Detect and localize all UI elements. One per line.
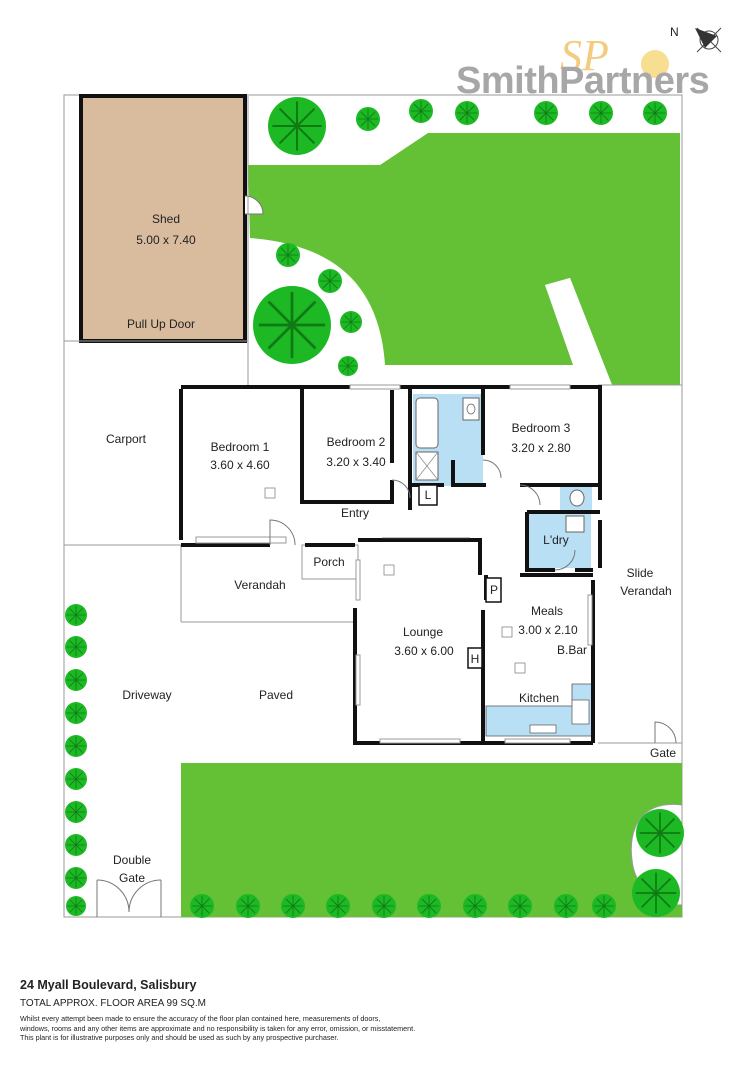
kitchen-label: Kitchen bbox=[519, 691, 559, 705]
gate-label: Gate bbox=[650, 746, 676, 760]
bedroom1-size: 3.60 x 4.60 bbox=[210, 458, 270, 472]
double-gate-line2: Gate bbox=[119, 871, 145, 885]
logo-monogram: SP bbox=[560, 31, 609, 80]
bedroom2-label: Bedroom 2 bbox=[327, 435, 386, 449]
porch bbox=[301, 544, 359, 580]
slide-verandah-line2: Verandah bbox=[620, 584, 671, 598]
lounge-label: Lounge bbox=[403, 625, 443, 639]
shed-size: 5.00 x 7.40 bbox=[136, 233, 196, 247]
driveway-label: Driveway bbox=[122, 688, 171, 702]
pantry-label: P bbox=[490, 583, 498, 597]
paved-label: Paved bbox=[259, 688, 293, 702]
shed-label: Shed bbox=[152, 212, 180, 226]
bbar-label: B.Bar bbox=[557, 643, 587, 657]
garden-path bbox=[545, 278, 612, 385]
meals-label: Meals bbox=[531, 604, 563, 618]
rear-lawn bbox=[248, 133, 680, 385]
linen-label: L bbox=[425, 488, 432, 502]
compass-north-label: N bbox=[670, 25, 679, 39]
front-lawn bbox=[181, 763, 682, 917]
disclaimer-line: windows, rooms and any other items are a… bbox=[20, 1023, 416, 1033]
lounge-size: 3.60 x 6.00 bbox=[394, 644, 454, 658]
entry-label: Entry bbox=[341, 506, 369, 520]
logo-mark: SP bbox=[560, 31, 669, 80]
laundry-label: L'dry bbox=[543, 533, 569, 547]
heater-label: H bbox=[471, 652, 480, 666]
floor-plan: N SP Shed 5.00 x 7.40 Pull Up Door Carpo… bbox=[63, 25, 722, 919]
porch-label: Porch bbox=[313, 555, 344, 569]
slide-verandah-line1: Slide bbox=[627, 566, 654, 580]
shed-door-label: Pull Up Door bbox=[127, 317, 195, 331]
disclaimer-line: Whilst every attempt been made to ensure… bbox=[20, 1014, 381, 1023]
bedroom1-label: Bedroom 1 bbox=[211, 440, 270, 454]
brand-wordmark: SmithPartners bbox=[456, 60, 710, 102]
bedroom2-size: 3.20 x 3.40 bbox=[326, 455, 386, 469]
verandah-label: Verandah bbox=[234, 578, 285, 592]
disclaimer-line: This plant is for illustrative purposes … bbox=[20, 1033, 339, 1042]
compass-icon bbox=[695, 27, 722, 53]
disclaimer: Whilst every attempt been made to ensure… bbox=[20, 1014, 740, 1043]
carport-label: Carport bbox=[106, 432, 147, 446]
shed bbox=[79, 94, 247, 343]
property-address: 24 Myall Boulevard, Salisbury bbox=[20, 978, 197, 992]
bedroom3-label: Bedroom 3 bbox=[512, 421, 571, 435]
meals-size: 3.00 x 2.10 bbox=[518, 623, 578, 637]
bedroom3-size: 3.20 x 2.80 bbox=[511, 441, 571, 455]
floor-area: TOTAL APPROX. FLOOR AREA 99 SQ.M bbox=[20, 998, 206, 1009]
double-gate-line1: Double bbox=[113, 853, 151, 867]
